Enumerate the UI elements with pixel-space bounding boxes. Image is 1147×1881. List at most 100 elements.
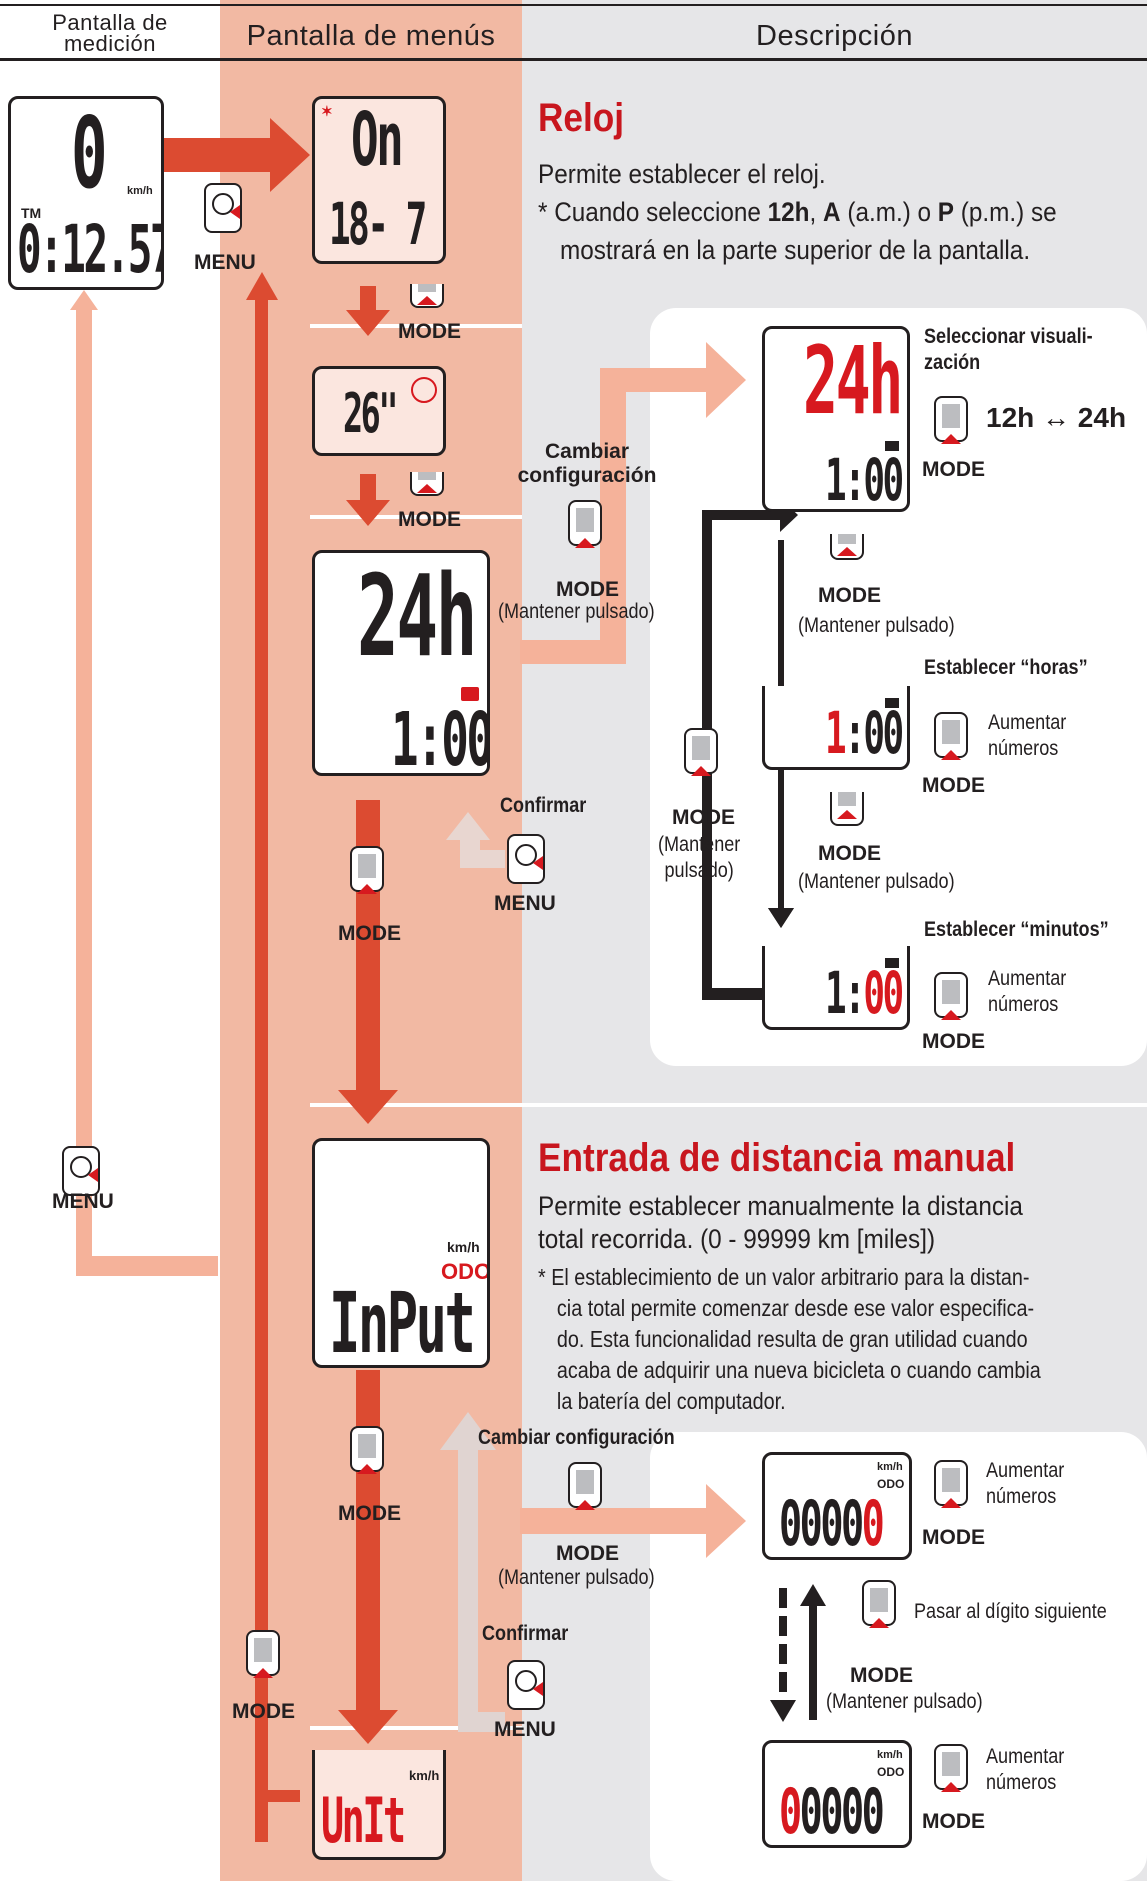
tm-label: TM xyxy=(21,205,42,221)
mode-button-6[interactable] xyxy=(830,534,864,560)
confirm-distance-arrow xyxy=(440,1412,505,1732)
note-line-4: acaba de adquirir una nueva bicicleta o … xyxy=(556,1357,1041,1383)
hours-screen: 1:00 xyxy=(762,686,910,770)
mode-arrow-icon xyxy=(941,750,961,760)
tire-icon xyxy=(411,377,437,403)
mode-label-1: MODE xyxy=(398,320,461,343)
change-config-label-2: Cambiar configuración xyxy=(478,1426,675,1449)
mode-button-11[interactable] xyxy=(350,1426,384,1474)
menu-label-2: MENU xyxy=(52,1190,114,1213)
odo-value-2: 00000 xyxy=(779,1775,885,1848)
unit-menu-screen: km/h UnIt xyxy=(312,1750,446,1860)
mode-arrow-icon xyxy=(575,1500,595,1510)
odo-value-1: 00000 xyxy=(779,1487,885,1560)
next-digit-label: Pasar al dígito siguiente xyxy=(914,1600,1107,1623)
input-odo: ODO xyxy=(441,1259,490,1284)
mode-button-13[interactable] xyxy=(246,1630,280,1678)
back-to-select-arrow xyxy=(702,498,798,1000)
mode-button-8[interactable] xyxy=(830,792,864,826)
menu-label-3: MENU xyxy=(494,892,556,915)
note-line-5: la batería del computador. xyxy=(556,1388,786,1414)
minutes-time: 1:00 xyxy=(825,959,904,1027)
mode-arrow-icon xyxy=(357,884,377,894)
change-config-label: Cambiar configuración xyxy=(512,440,662,488)
start-arrow xyxy=(160,118,310,192)
mode-button-12[interactable] xyxy=(568,1462,602,1510)
loop-arrow-up xyxy=(246,272,278,1842)
mode-button-2[interactable] xyxy=(410,472,444,496)
mode-button-4[interactable] xyxy=(350,846,384,894)
tire-menu-screen: 26" xyxy=(312,366,446,456)
distance-title: Entrada de distancia manual xyxy=(538,1136,1016,1180)
mode-button-9[interactable] xyxy=(684,728,718,776)
odo-unit-1: km/h xyxy=(877,1461,903,1473)
mode-arrow-icon xyxy=(417,296,437,305)
mode-arrow-icon xyxy=(417,484,437,493)
mode-button-10[interactable] xyxy=(934,972,968,1020)
odo-label-2: ODO xyxy=(877,1765,905,1779)
odo-screen-1: km/h ODO 00000 xyxy=(762,1452,912,1560)
minutes-screen: 1:00 xyxy=(762,946,910,1030)
blink-icon: ✶ xyxy=(321,103,333,119)
mode-label-9: MODE xyxy=(672,806,735,829)
header-col1-line1: Pantalla de xyxy=(52,10,168,35)
mode-button-16[interactable] xyxy=(934,1744,968,1792)
mode-arrow-icon xyxy=(691,766,711,776)
measurement-screen: 0 km/h TM 0:12.57 xyxy=(8,96,164,290)
distance-body-line2: total recorrida. (0 - 99999 km [miles]) xyxy=(538,1224,936,1254)
hold-label-4: (Mantener pulsado) xyxy=(658,832,740,884)
increase-line1: Aumentar xyxy=(986,1459,1065,1482)
menu-button-icon xyxy=(62,1146,100,1196)
mode-label-11: MODE xyxy=(338,1502,401,1525)
toggle-12-24: 12h ↔ 24h xyxy=(986,402,1127,433)
check-icon xyxy=(885,698,899,708)
clock-setting-screen: 24h 1:00 xyxy=(312,550,490,776)
odo-screen-2: km/h ODO 00000 xyxy=(762,1740,912,1848)
input-menu-screen: km/h ODO InPut xyxy=(312,1138,490,1368)
mode-button-15[interactable] xyxy=(862,1580,896,1628)
clock-24-text: 24h xyxy=(357,552,477,682)
display-24-text: 24h xyxy=(803,327,903,436)
mode-button-5[interactable] xyxy=(934,396,968,444)
mode-button-1[interactable] xyxy=(410,284,444,308)
mode-button-14[interactable] xyxy=(934,1460,968,1508)
increase-line2: números xyxy=(988,737,1059,760)
increase-line1: Aumentar xyxy=(988,967,1067,990)
increase-line1: Aumentar xyxy=(986,1745,1065,1768)
hold-line2: pulsado) xyxy=(664,859,734,882)
separator xyxy=(310,515,522,519)
mode-arrow-icon xyxy=(357,1464,377,1474)
select-display-screen: 24h 1:00 xyxy=(762,326,910,512)
increase-line1: Aumentar xyxy=(988,711,1067,734)
mode-button-7[interactable] xyxy=(934,712,968,760)
separator xyxy=(310,324,522,328)
clock-menu-screen: ✶ On 18- 7 xyxy=(312,96,446,264)
menu-label-4: MENU xyxy=(494,1718,556,1741)
menu-button-4[interactable] xyxy=(507,1660,545,1710)
menu-arrow-icon xyxy=(533,1682,543,1696)
down-arrow-1 xyxy=(346,286,390,336)
hold-label-1: (Mantener pulsado) xyxy=(498,600,655,623)
set-hours-text: Establecer “horas” xyxy=(924,656,1088,679)
header-description: Descripción xyxy=(756,20,913,52)
hold-line1: (Mantener xyxy=(658,833,741,856)
note-line-2: cia total permite comenzar desde ese val… xyxy=(556,1295,1035,1321)
menu-arrow-icon xyxy=(533,856,543,870)
clock-time-text: 1:00 xyxy=(391,697,490,776)
section-separator xyxy=(310,1103,1147,1107)
note-line-3: do. Esta funcionalidad resulta de gran u… xyxy=(556,1326,1028,1352)
menu-button-3[interactable] xyxy=(507,834,545,884)
increase-line2: números xyxy=(986,1485,1057,1508)
mode-arrow-icon xyxy=(869,1618,889,1628)
mode-label-16: MODE xyxy=(922,1810,985,1833)
mode-arrow-icon xyxy=(837,810,857,819)
unit-text: UnIt xyxy=(321,1784,406,1857)
mode-label-5: MODE xyxy=(922,458,985,481)
mode-arrow-icon xyxy=(253,1668,273,1678)
input-text: InPut xyxy=(329,1274,476,1368)
select-display-line2: zación xyxy=(924,351,981,374)
distance-note: * El establecimiento de un valor arbitra… xyxy=(538,1262,1041,1417)
mode-button-3[interactable] xyxy=(568,500,602,548)
mode-arrow-icon xyxy=(837,547,857,556)
confirm-label-2: Confirmar xyxy=(482,1622,569,1645)
